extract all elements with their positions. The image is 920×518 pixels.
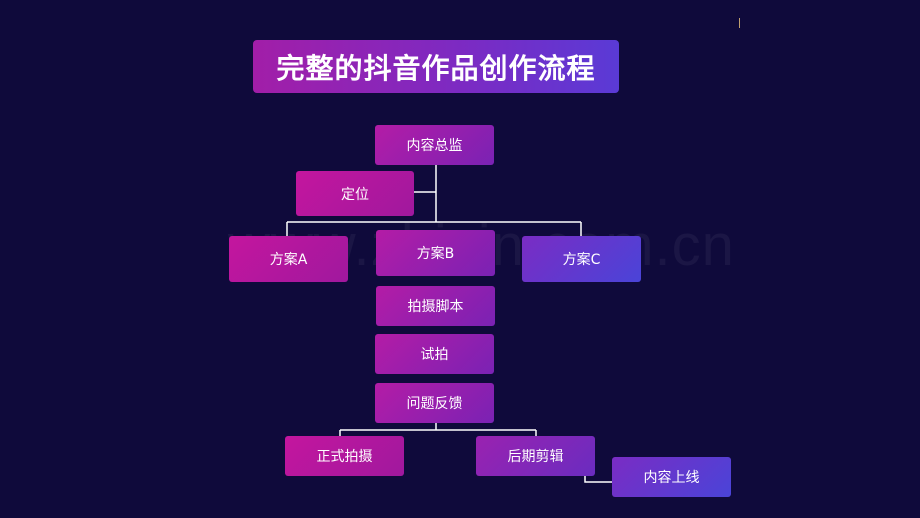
node-content-director: 内容总监 (375, 125, 494, 165)
node-trial-shoot: 试拍 (375, 334, 494, 374)
node-formal-shoot: 正式拍摄 (285, 436, 404, 476)
page-title: 完整的抖音作品创作流程 (253, 40, 619, 93)
node-plan-c: 方案C (522, 236, 641, 282)
node-publish: 内容上线 (612, 457, 731, 497)
node-plan-b: 方案B (376, 230, 495, 276)
node-post-edit: 后期剪辑 (476, 436, 595, 476)
connector-publish (584, 476, 612, 483)
node-shooting-script: 拍摄脚本 (376, 286, 495, 326)
node-feedback: 问题反馈 (375, 383, 494, 423)
node-positioning: 定位 (296, 171, 414, 216)
node-plan-a: 方案A (229, 236, 348, 282)
decorative-mark (739, 18, 740, 28)
